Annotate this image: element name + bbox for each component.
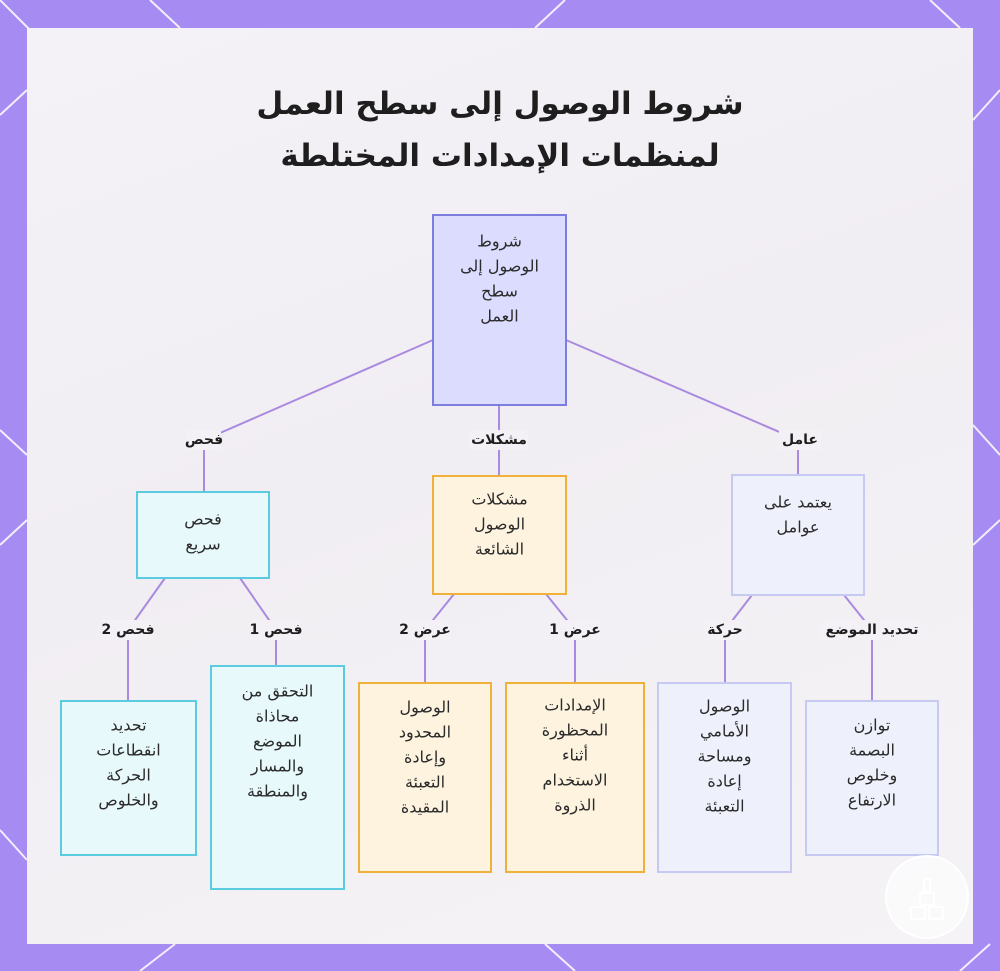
node-position: توازن البصمة وخلوص الارتفاع xyxy=(805,700,939,856)
node-text-movement-3: إعادة xyxy=(707,772,741,791)
node-text-problems-1: الوصول xyxy=(474,515,525,535)
node-text-show1-4: الذروة xyxy=(554,796,596,816)
node-text-problems-2: الشائعة xyxy=(475,540,524,559)
node-box-check2 xyxy=(60,700,197,856)
node-check2: تحديد انقطاعات الحركة والخلوص xyxy=(60,700,197,856)
node-check1: التحقق من محاذاة الموضع والمسار والمنطقة xyxy=(210,665,345,890)
node-text-show1-2: أثناء xyxy=(562,745,588,765)
node-layer: شروط الوصول إلى سطح العمل فحص سريع مشكلات الوصو… xyxy=(60,214,939,890)
page-title: شروط الوصول إلى سطح العمل لمنظمات الإمدا… xyxy=(150,78,850,182)
edge-label-bg xyxy=(779,430,821,450)
node-text-position-1: البصمة xyxy=(849,741,895,760)
node-text-show1-3: الاستخدام xyxy=(543,771,608,790)
node-text-check1-3: والمسار xyxy=(250,757,304,777)
node-text-movement-4: التعبئة xyxy=(704,797,744,816)
stacked-boxes-icon xyxy=(910,878,944,920)
node-text-check2-2: الحركة xyxy=(106,766,151,786)
node-text-root-0: شروط xyxy=(477,232,522,252)
node-text-show2-4: المقيدة xyxy=(401,798,449,817)
node-text-show2-0: الوصول xyxy=(399,698,450,718)
node-text-check2-3: والخلوص xyxy=(98,791,158,811)
edge-label-factors-position: تحديد الموضع xyxy=(826,622,919,638)
edge-label-root-check: فحص xyxy=(185,432,223,448)
node-text-movement-2: ومساحة xyxy=(698,747,752,767)
node-box-movement xyxy=(657,682,792,873)
logo-icon xyxy=(885,855,969,939)
node-text-check1-2: الموضع xyxy=(253,732,302,752)
node-show2: الوصول المحدود وإعادة التعبئة المقيدة xyxy=(358,682,492,873)
edge-label-bg xyxy=(187,430,221,450)
node-factors: يعتمد على عوامل xyxy=(731,474,865,596)
edge-label-check-check2: فحص 2 xyxy=(102,622,155,638)
node-box-check1 xyxy=(210,665,345,890)
edge-label-bg xyxy=(550,620,600,640)
edge-label-bg xyxy=(470,430,528,450)
edge-label-layer: فحص مشكلات عامل فحص 2 فحص 1 عرض 2 عرض 1 حركة تحد… xyxy=(102,430,925,640)
edge-factors-position xyxy=(843,594,873,701)
edge-label-bg xyxy=(251,620,301,640)
edge-label-bg xyxy=(400,620,450,640)
node-box-factors xyxy=(731,474,865,596)
node-text-position-0: توازن xyxy=(854,716,891,736)
node-text-show1-1: المحظورة xyxy=(542,721,608,741)
title-line-1: شروط الوصول إلى سطح العمل xyxy=(256,86,744,122)
edge-label-problems-show2: عرض 2 xyxy=(399,622,451,638)
node-text-check2-1: انقطاعات xyxy=(96,741,160,760)
node-text-position-2: وخلوص xyxy=(847,766,898,786)
node-text-show1-0: الإمدادات xyxy=(544,696,606,715)
edge-label-bg xyxy=(103,620,153,640)
edge-label-root-problems: مشكلات xyxy=(471,432,527,448)
node-check: فحص سريع xyxy=(136,491,270,579)
node-text-movement-0: الوصول xyxy=(699,697,750,717)
node-box-problems xyxy=(432,475,567,595)
node-box-check xyxy=(136,491,270,579)
node-problems: مشكلات الوصول الشائعة xyxy=(432,475,567,595)
node-text-check1-0: التحقق من xyxy=(242,682,314,702)
title-line-2: لمنظمات الإمدادات المختلطة xyxy=(280,138,720,174)
node-show1: الإمدادات المحظورة أثناء الاستخدام الذروة xyxy=(505,682,645,873)
node-text-root-3: العمل xyxy=(480,307,518,326)
node-text-show2-2: وإعادة xyxy=(404,748,446,768)
edge-root-check xyxy=(203,339,434,492)
edge-label-check-check1: فحص 1 xyxy=(250,622,303,638)
edge-label-problems-show1: عرض 1 xyxy=(549,622,601,638)
node-box-position xyxy=(805,700,939,856)
node-text-show2-3: التعبئة xyxy=(405,773,445,792)
node-box-show1 xyxy=(505,682,645,873)
node-text-check1-4: والمنطقة xyxy=(247,782,308,802)
node-box-root xyxy=(432,214,567,406)
node-root: شروط الوصول إلى سطح العمل xyxy=(432,214,567,406)
node-box-show2 xyxy=(358,682,492,873)
edge-label-factors-movement: حركة xyxy=(707,622,742,638)
node-movement: الوصول الأمامي ومساحة إعادة التعبئة xyxy=(657,682,792,873)
node-text-root-1: الوصول إلى xyxy=(460,257,539,277)
edge-label-root-factors: عامل xyxy=(782,432,818,448)
node-text-position-3: الارتفاع xyxy=(848,791,896,811)
node-text-factors-1: عوامل xyxy=(777,518,820,538)
node-text-problems-0: مشكلات xyxy=(471,490,527,509)
edge-label-bg xyxy=(704,620,746,640)
node-text-root-2: سطح xyxy=(481,282,518,302)
node-text-check-1: سريع xyxy=(185,535,220,555)
node-text-factors-0: يعتمد على xyxy=(764,493,832,512)
edge-label-bg xyxy=(819,620,925,640)
node-text-movement-1: الأمامي xyxy=(700,721,749,742)
node-text-check2-0: تحديد xyxy=(110,716,146,735)
node-text-check-0: فحص xyxy=(184,510,222,530)
node-text-check1-1: محاذاة xyxy=(256,707,300,726)
node-text-show2-1: المحدود xyxy=(399,723,451,743)
edge-root-factors xyxy=(565,339,799,475)
